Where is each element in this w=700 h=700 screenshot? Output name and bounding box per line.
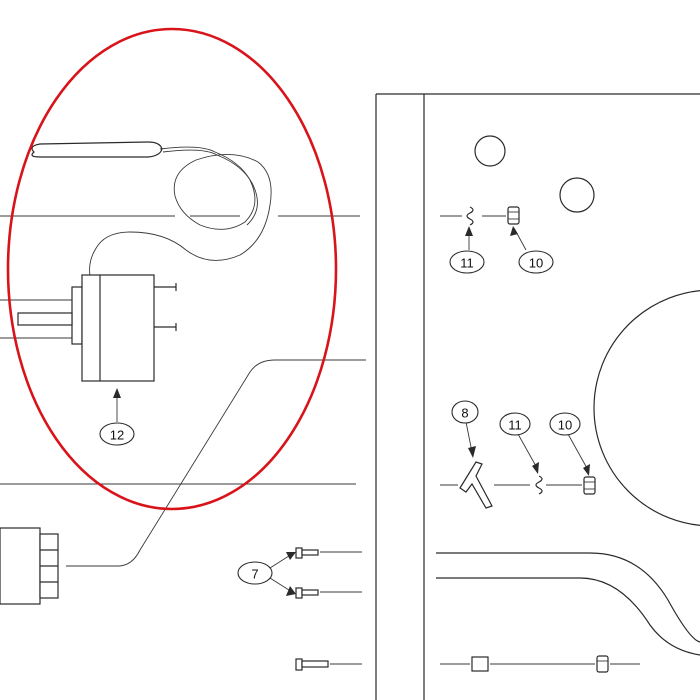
highlight-ellipse — [6, 27, 338, 511]
reference-lines — [0, 215, 640, 665]
callout-8: 8 — [451, 400, 479, 424]
screw-upper — [295, 547, 319, 559]
callout-11-mid-label: 11 — [508, 418, 522, 433]
nut-bottom — [596, 655, 609, 673]
thermostat-bulb — [31, 141, 163, 158]
spring-top — [465, 206, 474, 250]
thermostat-housing — [81, 274, 155, 382]
screw-bottom — [295, 658, 329, 671]
switch-leader-line — [66, 359, 366, 567]
callout-10-top: 10 — [518, 250, 554, 274]
thermostat-part-12 — [0, 141, 272, 422]
bracket-part-8 — [459, 421, 493, 509]
screw-lower — [295, 587, 319, 599]
callout-7-label: 7 — [251, 567, 258, 582]
callout-12-label: 12 — [110, 428, 124, 443]
rocker-switch — [0, 527, 59, 605]
callout-12: 12 — [99, 422, 135, 446]
nut-top — [507, 206, 527, 251]
spacer-bottom — [471, 656, 489, 672]
nut-mid — [567, 433, 596, 495]
cabinet-panel — [375, 93, 700, 700]
callout-11-top: 11 — [449, 250, 485, 274]
callout-8-label: 8 — [461, 406, 468, 421]
mounting-hole-lower — [559, 177, 595, 213]
callout-10-mid-label: 10 — [558, 418, 572, 433]
spring-mid — [517, 433, 543, 495]
callout-10-top-label: 10 — [529, 256, 543, 271]
callout-11-mid: 11 — [499, 412, 531, 436]
capillary-tube — [89, 146, 272, 277]
large-opening — [593, 290, 700, 526]
callout-7-leaders — [269, 552, 296, 596]
callout-7: 7 — [237, 561, 273, 585]
callout-10-mid: 10 — [549, 412, 581, 436]
thermostat-flange — [71, 286, 83, 345]
callout-11-top-label: 11 — [460, 256, 474, 271]
thermostat-shaft — [17, 312, 73, 326]
mounting-hole-upper — [474, 135, 506, 167]
